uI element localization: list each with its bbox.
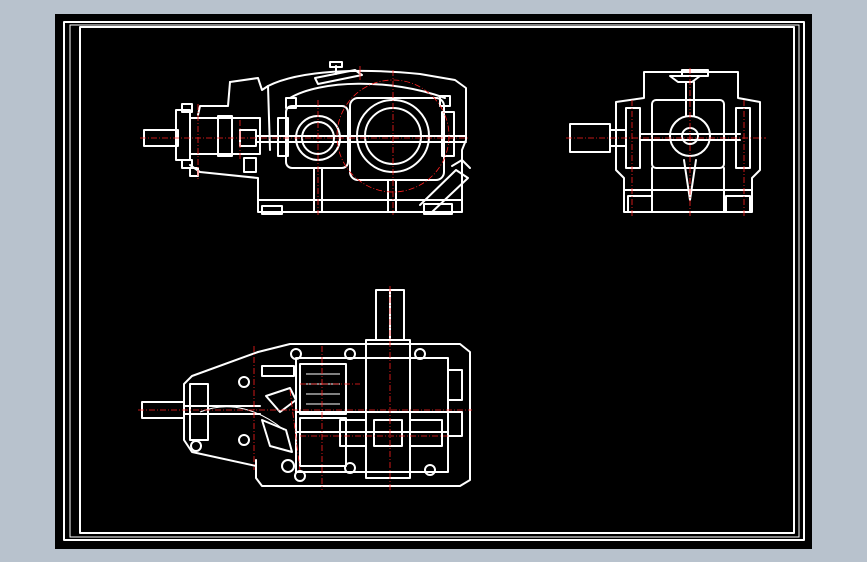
drawing-border [63, 21, 805, 541]
side-view [566, 68, 766, 216]
front-view [140, 61, 471, 215]
top-view [138, 286, 472, 490]
